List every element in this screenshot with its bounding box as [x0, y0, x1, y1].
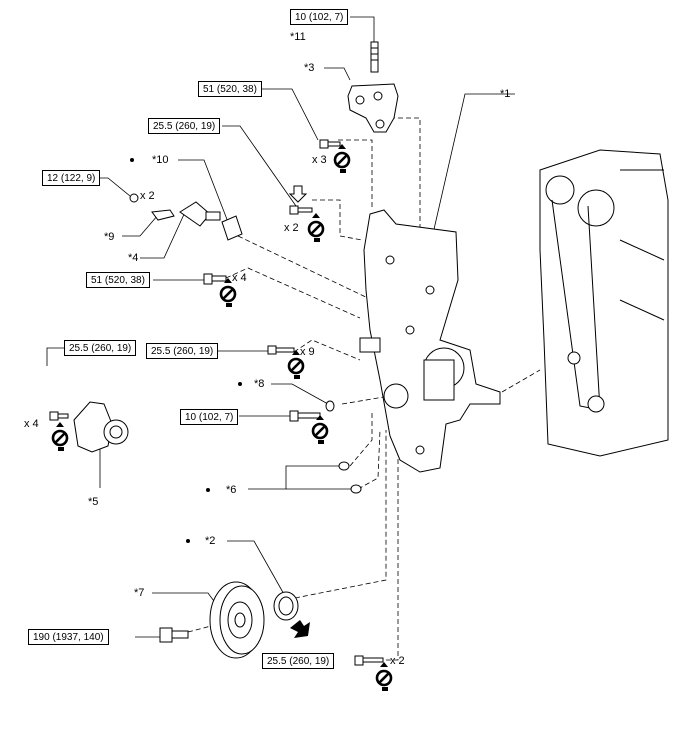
- arrow-icon: [290, 620, 310, 638]
- part-label: *11: [290, 31, 306, 43]
- no-reuse-icon: [311, 413, 329, 446]
- quantity-label: x 2: [140, 190, 155, 202]
- part-label: *2: [205, 535, 216, 547]
- no-reuse-icon: [333, 142, 351, 175]
- stud-bolt: [370, 41, 379, 73]
- bolt-pump-x4: [49, 411, 69, 421]
- torque-spec-box: 25.5 (260, 19): [148, 118, 221, 134]
- quantity-label: x 4: [24, 418, 39, 430]
- torque-spec-box: 25.5 (260, 19): [146, 343, 219, 359]
- bolt-seal: [289, 410, 321, 422]
- crankshaft-pulley: [209, 581, 265, 659]
- part-label: *9: [104, 231, 115, 243]
- part-label: *5: [88, 496, 99, 508]
- nut-x2: [129, 193, 139, 203]
- part-label: *6: [226, 484, 237, 496]
- no-reuse-icon: [375, 660, 393, 693]
- torque-spec-box: 190 (1937, 140): [28, 629, 109, 645]
- arrow-icon: [288, 185, 308, 203]
- engine-mount-bracket: [347, 83, 399, 133]
- no-reuse-icon: [51, 420, 69, 453]
- part-label: *3: [304, 62, 315, 74]
- bullet-dot: [130, 158, 134, 162]
- torque-spec-box: 10 (102, 7): [180, 409, 239, 425]
- o-ring: [350, 484, 362, 494]
- water-pump-part: [73, 401, 129, 453]
- quantity-label: x 3: [312, 154, 327, 166]
- bolt-cover-x9: [267, 345, 295, 355]
- bolt-cover-x4: [203, 273, 227, 285]
- part-label: *4: [128, 252, 139, 264]
- torque-spec-box: 51 (520, 38): [198, 81, 262, 97]
- no-reuse-icon: [307, 211, 325, 244]
- torque-spec-box: 12 (122, 9): [42, 170, 101, 186]
- o-ring: [338, 461, 350, 471]
- part-label: *10: [152, 154, 169, 166]
- gasket-part: [221, 215, 243, 241]
- bullet-dot: [206, 488, 210, 492]
- torque-spec-box: 51 (520, 38): [86, 272, 150, 288]
- torque-spec-box: 25.5 (260, 19): [262, 653, 335, 669]
- torque-spec-box: 10 (102, 7): [290, 9, 349, 25]
- part-label: *1: [500, 88, 511, 100]
- bolt-x2: [289, 205, 313, 215]
- part-label: *7: [134, 587, 145, 599]
- bolt-pulley: [159, 627, 189, 643]
- quantity-label: x 9: [300, 346, 315, 358]
- bolt-bracket: [319, 139, 341, 149]
- bullet-dot: [186, 539, 190, 543]
- engine-block: [539, 149, 669, 457]
- quantity-label: x 2: [284, 222, 299, 234]
- sensor-part: [179, 201, 221, 227]
- oil-seal-small: [325, 400, 335, 412]
- torque-spec-box: 25.5 (260, 19): [64, 340, 137, 356]
- part-label: *8: [254, 378, 265, 390]
- oil-seal: [273, 591, 299, 621]
- bullet-dot: [238, 382, 242, 386]
- quantity-label: x 4: [232, 272, 247, 284]
- clip-part: [151, 209, 175, 221]
- timing-chain-cover: [359, 209, 501, 473]
- bolt-bottom: [354, 655, 384, 666]
- quantity-label: x 2: [390, 655, 405, 667]
